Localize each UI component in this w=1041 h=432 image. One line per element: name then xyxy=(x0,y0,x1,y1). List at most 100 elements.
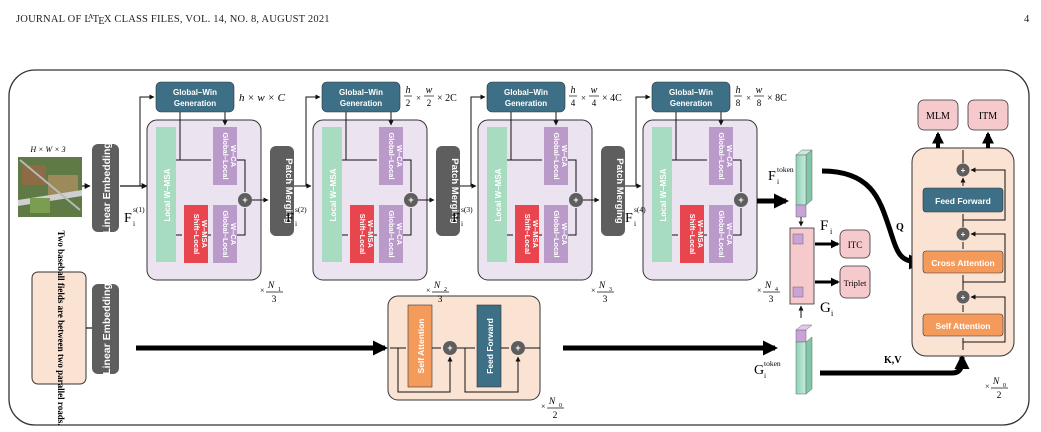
g-token-label: G xyxy=(754,363,764,378)
svg-text:W–CA: W–CA xyxy=(229,145,238,168)
journal-header: JOURNAL OF LATEX CLASS FILES, VOL. 14, N… xyxy=(16,12,330,27)
svg-text:Global–Local: Global–Local xyxy=(221,132,230,179)
svg-text:Generation: Generation xyxy=(174,99,216,108)
svg-text:W–CA: W–CA xyxy=(725,223,734,246)
svg-text:Self Attention: Self Attention xyxy=(416,319,426,374)
svg-text:W–MSA: W–MSA xyxy=(366,220,375,249)
svg-text:W–CA: W–CA xyxy=(229,223,238,246)
svg-text:Shift–Local: Shift–Local xyxy=(688,214,697,254)
add-node-icon xyxy=(238,193,252,207)
svg-text:Global–Local: Global–Local xyxy=(717,210,726,257)
svg-text:N: N xyxy=(598,281,606,291)
page-number: 4 xyxy=(1024,14,1030,25)
svg-text:Shift–Local: Shift–Local xyxy=(523,214,532,254)
svg-text:W–CA: W–CA xyxy=(395,223,404,246)
svg-text:i: i xyxy=(295,219,297,228)
svg-text:i: i xyxy=(634,219,636,228)
svg-text:+: + xyxy=(573,195,578,205)
svg-text:2: 2 xyxy=(444,287,447,293)
svg-text:i: i xyxy=(764,371,766,380)
stage-dims-label: h8×w8× 8C xyxy=(734,85,787,108)
svg-text:N: N xyxy=(433,281,441,291)
svg-text:ITC: ITC xyxy=(848,240,863,250)
svg-text:Generation: Generation xyxy=(340,99,382,108)
svg-text:Global–Local: Global–Local xyxy=(387,132,396,179)
svg-text:h: h xyxy=(736,85,741,96)
svg-text:+: + xyxy=(961,293,966,302)
svg-text:3: 3 xyxy=(438,295,443,305)
svg-text:×: × xyxy=(757,286,762,295)
svg-text:N: N xyxy=(764,281,772,291)
figure-frame xyxy=(8,69,1030,426)
svg-text:×: × xyxy=(541,402,546,411)
svg-text:×: × xyxy=(746,93,751,103)
svg-text:i: i xyxy=(777,177,779,186)
svg-text:Generation: Generation xyxy=(670,99,712,108)
svg-text:8: 8 xyxy=(736,98,741,108)
svg-text:Global–Win: Global–Win xyxy=(173,88,217,97)
stage-dims-label: h2×w2× 2C xyxy=(404,85,457,108)
svg-text:3: 3 xyxy=(769,295,774,305)
svg-text:W–MSA: W–MSA xyxy=(696,220,705,249)
svg-text:Feed Forward: Feed Forward xyxy=(485,318,495,374)
global-local-wca-block xyxy=(544,205,568,263)
svg-text:+: + xyxy=(447,343,452,353)
svg-text:Patch Merging: Patch Merging xyxy=(614,158,625,224)
svg-text:+: + xyxy=(408,195,413,205)
svg-text:Local W–MSA: Local W–MSA xyxy=(659,168,668,221)
svg-text:Global–Local: Global–Local xyxy=(717,132,726,179)
svg-text:N: N xyxy=(548,397,556,407)
add-node-icon xyxy=(734,193,748,207)
svg-text:F: F xyxy=(124,211,132,226)
input-aerial-image xyxy=(18,157,82,217)
svg-text:0: 0 xyxy=(1003,383,1006,389)
svg-text:4: 4 xyxy=(571,98,576,108)
svg-text:W–CA: W–CA xyxy=(395,145,404,168)
text-encoder-block: Self Attention Feed Forward + + xyxy=(387,295,541,401)
svg-text:W–CA: W–CA xyxy=(725,145,734,168)
svg-text:MLM: MLM xyxy=(926,111,950,122)
svg-text:i: i xyxy=(461,219,463,228)
svg-text:Patch Merging: Patch Merging xyxy=(449,158,460,224)
svg-text:s(3): s(3) xyxy=(461,205,473,214)
svg-text:3: 3 xyxy=(609,287,612,293)
svg-text:2: 2 xyxy=(427,98,432,108)
svg-text:Local W–MSA: Local W–MSA xyxy=(163,168,172,221)
svg-text:2: 2 xyxy=(406,98,411,108)
svg-text:×: × xyxy=(260,286,265,295)
shift-local-wmsa-block xyxy=(680,205,704,263)
fi-label: F xyxy=(820,218,828,234)
svg-text:s(2): s(2) xyxy=(295,205,307,214)
f-token-label: F xyxy=(768,169,776,184)
feature-label-4: Fs(4)i xyxy=(625,205,646,228)
svg-text:2: 2 xyxy=(997,391,1002,401)
linear-embedding-image-block: Linear Embedding xyxy=(92,142,119,234)
svg-text:+: + xyxy=(242,195,247,205)
feature-label-1: Fs(1)i xyxy=(124,205,145,228)
svg-text:Shift–Local: Shift–Local xyxy=(192,214,201,254)
svg-text:ITM: ITM xyxy=(979,111,997,122)
svg-text:+: + xyxy=(515,343,520,353)
svg-text:×: × xyxy=(591,286,596,295)
itc-loss-box: ITC xyxy=(839,229,871,259)
svg-text:× 4C: × 4C xyxy=(602,93,622,104)
text-token-column xyxy=(795,324,813,395)
svg-text:i: i xyxy=(133,219,135,228)
global-local-wca-block xyxy=(379,205,403,263)
global-local-wca-block xyxy=(709,205,733,263)
svg-text:× 2C: × 2C xyxy=(437,93,457,104)
svg-text:Global–Win: Global–Win xyxy=(504,88,548,97)
svg-text:Local W–MSA: Local W–MSA xyxy=(494,168,503,221)
svg-text:s(4): s(4) xyxy=(634,205,646,214)
svg-text:token: token xyxy=(764,359,781,368)
svg-text:Global–Local: Global–Local xyxy=(552,210,561,257)
global-local-wca-block xyxy=(213,127,237,185)
